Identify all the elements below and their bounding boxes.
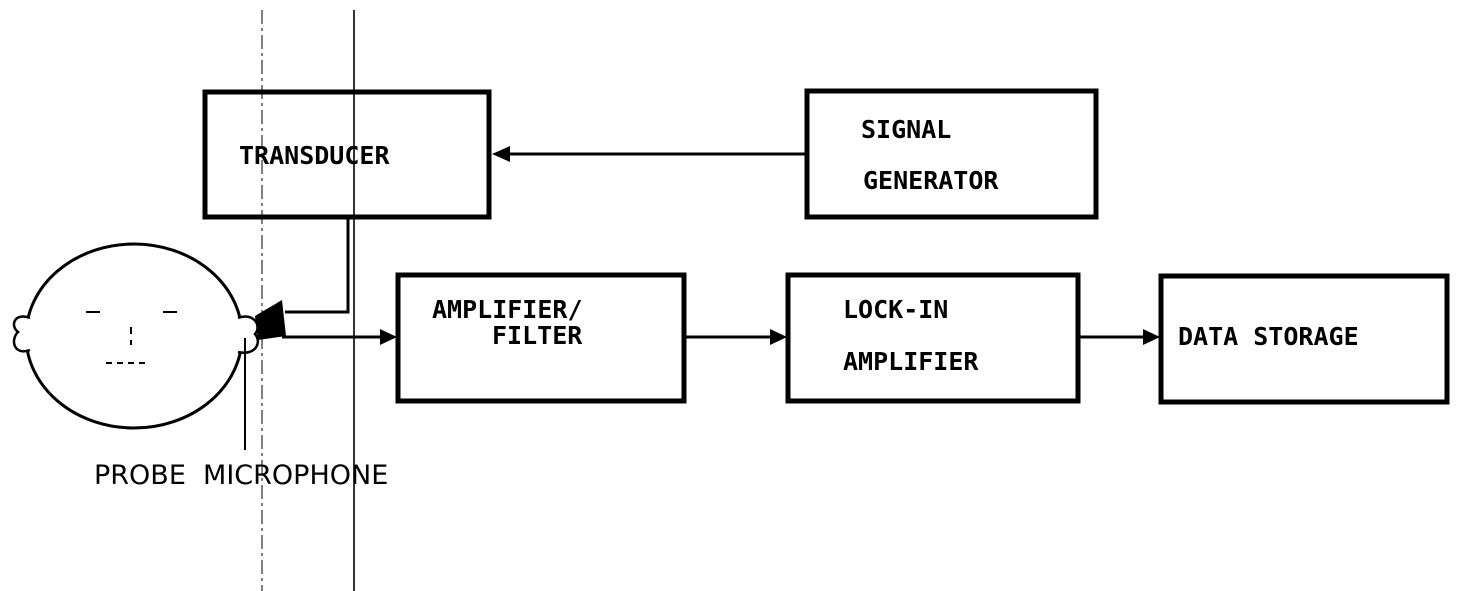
signal-generator-label-line1: SIGNAL (861, 115, 951, 144)
head-icon (14, 244, 258, 428)
probe-to-amplifier-arrow (282, 329, 397, 345)
signal-generator-block: SIGNAL GENERATOR (807, 91, 1096, 217)
probe-microphone-label: PROBE MICROPHONE (94, 460, 388, 491)
lock-in-amplifier-label-line2: AMPLIFIER (843, 347, 979, 376)
amplifier-to-lockin-arrow (684, 329, 787, 345)
lockin-to-storage-arrow (1078, 329, 1160, 345)
amplifier-filter-label-line1: AMPLIFIER/ (432, 295, 583, 324)
lock-in-amplifier-block: LOCK-IN AMPLIFIER (788, 275, 1078, 401)
transducer-block: TRANSDUCER (205, 92, 489, 217)
data-storage-label: DATA STORAGE (1178, 322, 1359, 351)
signal-generator-label-line2: GENERATOR (863, 166, 999, 195)
transducer-to-probe-line (285, 217, 348, 312)
signal-to-transducer-arrow (492, 146, 807, 162)
lock-in-amplifier-label-line1: LOCK-IN (843, 295, 948, 324)
transducer-label: TRANSDUCER (239, 141, 390, 170)
data-storage-block: DATA STORAGE (1161, 276, 1447, 402)
amplifier-filter-label-line2: FILTER (492, 321, 583, 350)
amplifier-filter-block: AMPLIFIER/ FILTER (398, 275, 684, 401)
